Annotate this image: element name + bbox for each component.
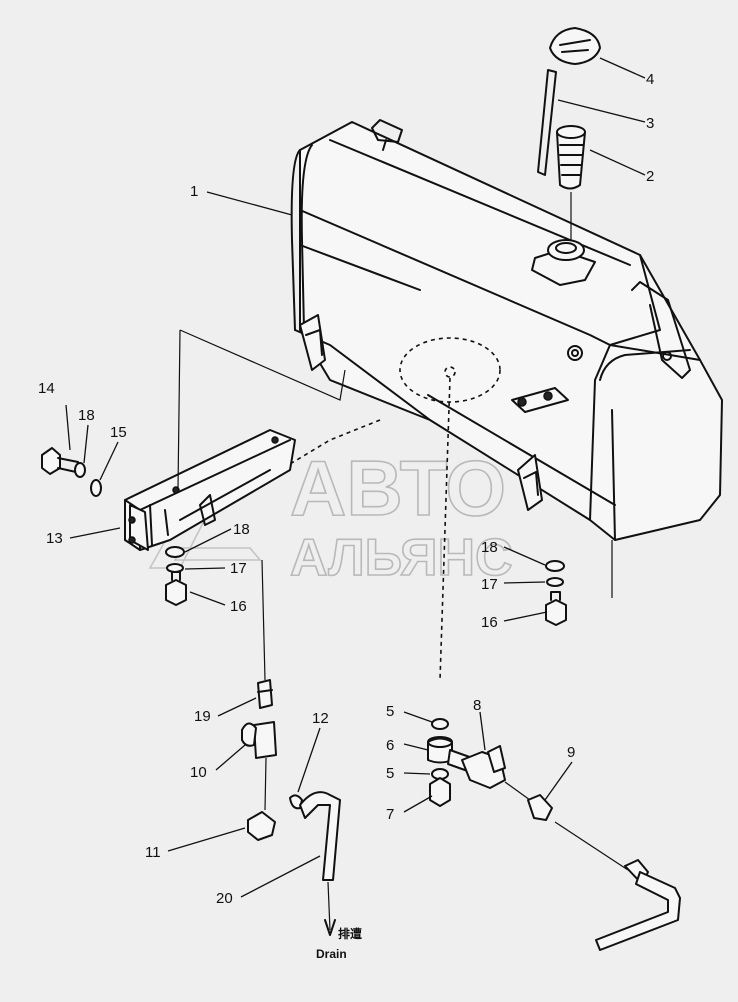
callout-9: 9 [567, 744, 575, 761]
callout-11: 11 [145, 844, 161, 861]
callout-15: 15 [110, 424, 127, 441]
callout-18-left: 18 [233, 521, 250, 538]
callout-6: 6 [386, 737, 394, 754]
filler-assembly [537, 27, 601, 240]
callout-17-right: 17 [481, 576, 498, 593]
callout-1: 1 [190, 183, 198, 200]
callout-3: 3 [646, 115, 654, 132]
callout-5-lower: 5 [386, 765, 394, 782]
watermark-line2: АЛЬЯНС [290, 529, 513, 587]
callout-13: 13 [46, 530, 63, 547]
callout-17-left: 17 [230, 560, 247, 577]
callout-12: 12 [312, 710, 329, 727]
leader-lines [65, 57, 646, 898]
callout-5-upper: 5 [386, 703, 394, 720]
callout-16-left: 16 [230, 598, 247, 615]
fuel-outlet-fittings [427, 718, 681, 951]
drain-label-en: Drain [316, 947, 347, 961]
callout-16-right: 16 [481, 614, 498, 631]
drain-valve-assembly [241, 679, 341, 936]
drain-label-cn: 排遭 [338, 926, 362, 941]
callout-10: 10 [190, 764, 207, 781]
callout-18-top: 18 [78, 407, 95, 424]
callout-14: 14 [38, 380, 55, 397]
callout-7: 7 [386, 806, 394, 823]
bracket-hardware-right [545, 540, 613, 626]
mounting-bracket [124, 329, 346, 681]
drain-caption: 排遭 Drain [316, 926, 362, 961]
callout-20: 20 [216, 890, 233, 907]
callout-4: 4 [646, 71, 654, 88]
watermark-line1: АВТО [290, 444, 506, 532]
callout-19: 19 [194, 708, 211, 725]
watermark-logo: АВТО АЛЬЯНС [148, 443, 513, 588]
callout-18-right: 18 [481, 539, 498, 556]
fuel-tank [279, 119, 723, 681]
callout-8: 8 [473, 697, 481, 714]
callout-2: 2 [646, 168, 654, 185]
bracket-hardware-left [41, 447, 187, 606]
callout-numbers: 1 2 3 4 5 5 6 7 8 9 10 11 12 13 14 15 16… [38, 71, 654, 907]
